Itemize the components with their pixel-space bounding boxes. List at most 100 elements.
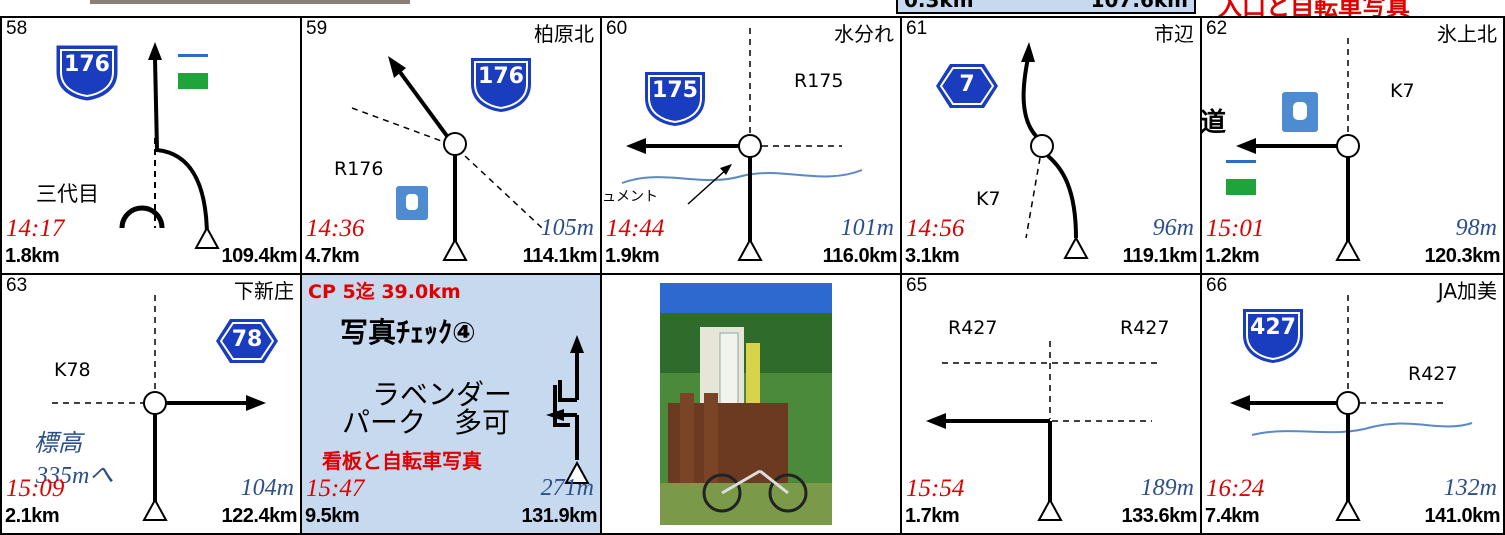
total-distance: 119.1km [1122,245,1198,267]
route-number: 427 [1250,315,1296,340]
route-number: 176 [64,52,110,77]
segment-distance: 3.1km [905,245,960,267]
arrival-time: 15:01 [1206,215,1265,242]
photo-check-title: 写真ﾁｪｯｸ④ [340,316,476,349]
route-number: 175 [652,78,698,103]
route-shield: 427 [1238,305,1308,369]
cue-number: 61 [906,18,928,39]
route-shield: 7 [932,60,1002,116]
cue-number: 60 [606,18,628,39]
elevation-note-value: 335mへ [36,463,114,489]
elevation: 104m [240,475,294,501]
total-distance: 122.4km [221,505,298,527]
place-name: 市辺 [1154,22,1194,46]
elevation: 105m [540,215,594,241]
arrival-time: 14:56 [906,215,965,242]
landmark-label: 三代目 [36,182,99,206]
road-label: R176 [334,158,384,180]
arrival-time: 16:24 [1206,475,1265,502]
photo-cell [600,273,902,535]
checkpoint-distance: CP 5迄 39.0km [308,281,461,303]
segment-distance: 1.7km [905,505,960,527]
route-shield: 175 [640,68,710,132]
elevation-note: 標高 [34,431,82,457]
cue-number: 63 [6,275,28,296]
cue-sheet-grid: 58 176 三代目 14:17 1.8km 109.4km 59 柏原北 17… [0,16,1505,535]
road-label: 市道 [1200,108,1227,138]
cue-cell-62: 62 氷上北 市道 K7 15:01 98m 1.2km 120.3km [1200,16,1505,275]
elevation: 98m [1455,215,1497,241]
route-number: 7 [959,72,975,97]
total-distance: 109.4km [221,245,298,267]
turn-diagram [351,56,543,261]
road-label: K7 [976,188,1001,210]
previous-dist: 0.3km [904,0,974,12]
lawson-icon [396,186,428,220]
place-name: 水分れ [834,22,894,46]
photo-instruction: 看板と自転車写真 [322,449,482,473]
cue-cell-61: 61 市辺 7 K7 14:56 96m 3.1km 119.1km [900,16,1202,275]
segment-distance: 1.9km [605,245,660,267]
road-label: R175 [794,70,844,92]
segment-distance: 2.1km [5,505,60,527]
turn-diagram [926,341,1162,521]
total-distance: 120.3km [1424,245,1501,267]
turn-diagram [1021,42,1089,259]
arrival-time: 15:47 [306,475,365,502]
elevation: 132m [1443,475,1497,501]
arrival-time: 14:17 [6,215,65,242]
segment-distance: 4.7km [305,245,360,267]
segment-distance: 9.5km [305,505,360,527]
cue-number: 58 [6,18,28,39]
total-distance: 141.0km [1424,505,1501,527]
lavender-park-sign-photo [660,283,832,525]
location-name-line2: パーク 多可 [342,406,511,439]
cue-number: 66 [1206,275,1228,296]
route-shield: 176 [52,42,122,106]
place-name: 氷上北 [1437,22,1497,46]
top-strip: 0.3km 107.6km 入口と自転車写真 [0,0,1505,16]
checkpoint-cell: CP 5迄 39.0km 写真ﾁｪｯｸ④ ラベンダー パーク 多可 看板と自転車… [300,273,602,535]
elevation: 96m [1152,215,1194,241]
cue-cell-60: 60 水分れ 175 R175 モニュメント 14:44 101m 1.9km … [600,16,902,275]
cue-cell-59: 59 柏原北 176 R176 14:36 105m 4.7km 114.1km [300,16,602,275]
cue-number: 65 [906,275,928,296]
arrival-time: 14:36 [306,215,365,242]
turn-diagram [1236,38,1361,261]
arrival-time: 15:09 [6,475,65,502]
route-number: 176 [478,64,524,89]
route-shield: 176 [466,54,536,118]
familymart-icon [1226,160,1256,196]
cue-number: 62 [1206,18,1228,39]
cue-cell-63: 63 下新庄 78 K78 標高 335mへ 15:09 104m 2.1km … [0,273,302,535]
total-distance: 131.9km [521,505,598,527]
segment-distance: 7.4km [1205,505,1260,527]
turn-diagram [621,28,863,261]
road-label: K78 [54,359,91,381]
previous-total: 107.6km [1090,0,1188,12]
total-distance: 133.6km [1121,505,1198,527]
total-distance: 116.0km [822,245,898,267]
previous-cell-edge: 0.3km 107.6km [896,0,1196,14]
cue-cell-66: 66 JA加美 427 R427 16:24 132m 7.4km 141.0k… [1200,273,1505,535]
previous-banner: 入口と自転車写真 [1218,0,1410,16]
turn-diagram [119,42,220,249]
cue-number: 59 [306,18,328,39]
familymart-icon [178,54,208,90]
segment-distance: 1.8km [5,245,60,267]
route-shield: 78 [212,315,282,371]
road-label-right: R427 [1120,317,1170,339]
turn-diagram [52,295,266,521]
place-name: 下新庄 [234,279,294,303]
monument-label: モニュメント [601,189,658,205]
turn-diagram [546,335,590,484]
elevation: 101m [840,215,894,241]
segment-distance: 1.2km [1205,245,1260,267]
arrival-time: 14:44 [606,215,665,242]
lawson-icon [1282,92,1318,132]
turn-diagram [1230,295,1473,521]
place-name: JA加美 [1437,279,1497,303]
elevation: 271m [540,475,594,501]
place-name: 柏原北 [534,22,594,46]
route-number: 78 [231,327,263,352]
